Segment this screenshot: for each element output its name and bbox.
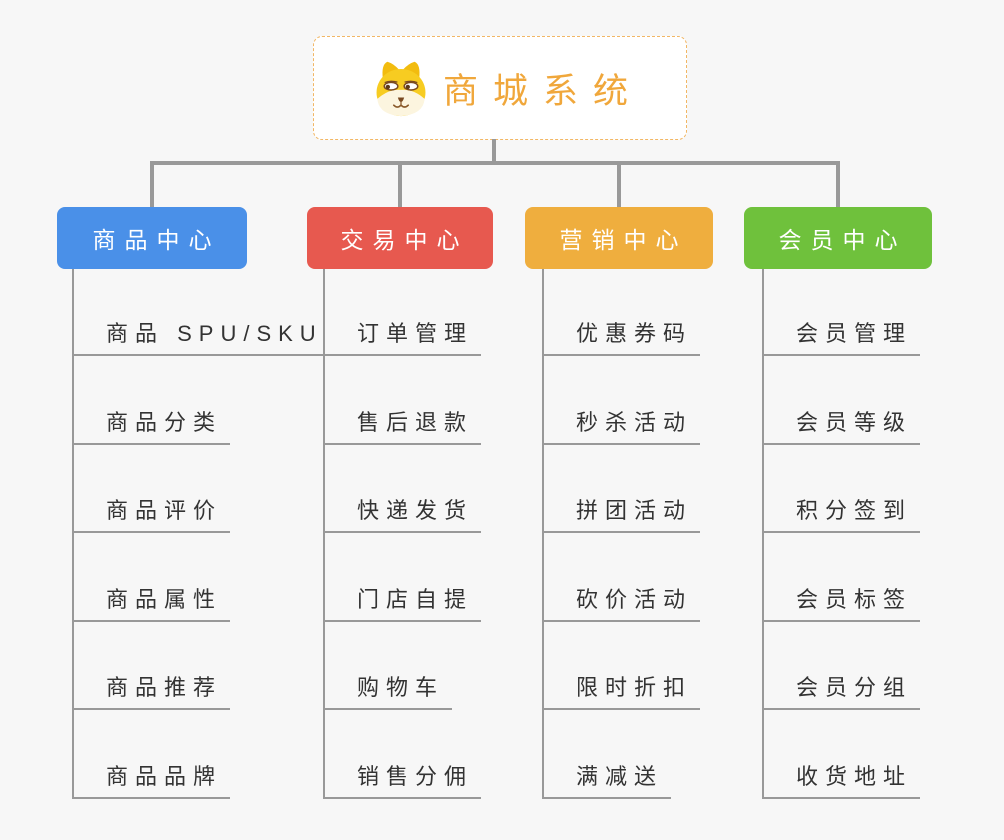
connector-stub-marketing: [617, 165, 621, 207]
subtopic-node[interactable]: 砍价活动: [544, 582, 701, 622]
connector-stub-members: [836, 165, 840, 207]
connector-root-stub: [492, 139, 496, 162]
root-topic-title: 商城系统: [442, 71, 643, 111]
connector-rail: [150, 161, 840, 165]
subtopic-node[interactable]: 销售分佣: [325, 759, 482, 799]
subtopic-node[interactable]: 会员标签: [764, 582, 921, 622]
subtopic-node[interactable]: 商品评价: [74, 493, 231, 533]
subtopic-node[interactable]: 商品分类: [74, 405, 231, 445]
topic-node-trade-center[interactable]: 交易中心: [307, 207, 493, 269]
subtopic-node[interactable]: 积分签到: [764, 493, 921, 533]
connector-stub-trade: [398, 165, 402, 207]
subtopic-node[interactable]: 商品推荐: [74, 670, 231, 710]
subtopic-node[interactable]: 快递发货: [325, 493, 482, 533]
subtopic-node[interactable]: 收货地址: [764, 759, 921, 799]
subtopic-node[interactable]: 限时折扣: [544, 670, 701, 710]
topic-node-marketing-center[interactable]: 营销中心: [525, 207, 713, 269]
subtopic-node[interactable]: 购物车: [325, 670, 453, 710]
connector-stub-products: [150, 165, 154, 207]
topic-label: 交易中心: [340, 227, 469, 253]
subtopic-node[interactable]: 会员等级: [764, 405, 921, 445]
shiba-dog-icon: [376, 61, 426, 117]
subtopic-node[interactable]: 拼团活动: [544, 493, 701, 533]
topic-label: 营销中心: [559, 227, 688, 253]
subtopic-node[interactable]: 门店自提: [325, 582, 482, 622]
subtopic-node[interactable]: 会员管理: [764, 316, 921, 356]
subtopic-node[interactable]: 优惠券码: [544, 316, 701, 356]
subtopic-node[interactable]: 满减送: [544, 759, 672, 799]
branch-members: 会员管理 会员等级 积分签到 会员标签 会员分组 收货地址: [762, 269, 1004, 799]
subtopic-node[interactable]: 秒杀活动: [544, 405, 701, 445]
subtopic-node[interactable]: 商品品牌: [74, 759, 231, 799]
root-topic-node[interactable]: 商城系统: [313, 36, 687, 140]
subtopic-node[interactable]: 售后退款: [325, 405, 482, 445]
topic-label: 商品中心: [92, 227, 221, 253]
branch-products: 商品 SPU/SKU 商品分类 商品评价 商品属性 商品推荐 商品品牌: [72, 269, 331, 799]
subtopic-node[interactable]: 会员分组: [764, 670, 921, 710]
subtopic-node[interactable]: 商品 SPU/SKU: [74, 316, 331, 356]
subtopic-node[interactable]: 商品属性: [74, 582, 231, 622]
topic-label: 会员中心: [778, 227, 907, 253]
branch-trade: 订单管理 售后退款 快递发货 门店自提 购物车 销售分佣: [323, 269, 580, 799]
branch-marketing: 优惠券码 秒杀活动 拼团活动 砍价活动 限时折扣 满减送: [542, 269, 799, 799]
topic-node-member-center[interactable]: 会员中心: [744, 207, 932, 269]
subtopic-node[interactable]: 订单管理: [325, 316, 482, 356]
topic-node-product-center[interactable]: 商品中心: [57, 207, 247, 269]
